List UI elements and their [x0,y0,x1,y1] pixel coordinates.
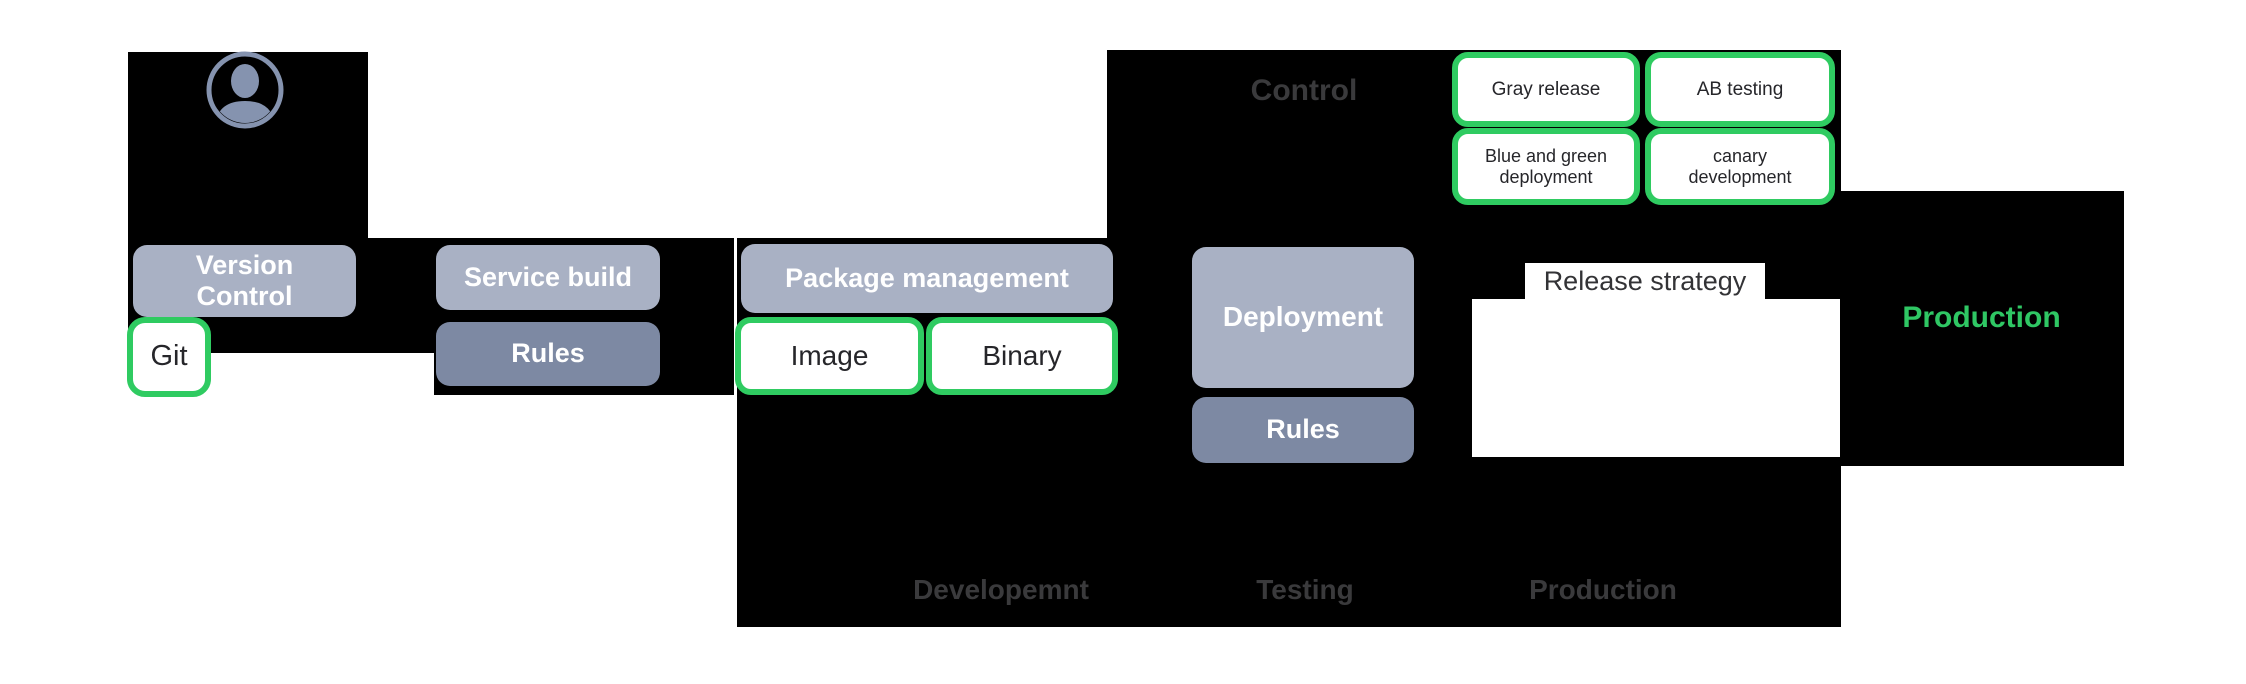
label-production: Production [1902,301,2061,334]
user-silhouette-icon [206,51,284,129]
node-version-control-label: Version Control [195,249,294,311]
node-binary[interactable]: Binary [926,317,1118,395]
release-strategy-box [1472,299,1840,457]
label-control: Control [1250,74,1358,107]
node-image[interactable]: Image [735,317,924,395]
node-deployment-rules[interactable]: Rules [1192,397,1414,463]
node-deployment[interactable]: Deployment [1192,247,1414,388]
node-canary-development[interactable]: canary development [1645,128,1835,205]
label-env-development: Developemnt [913,574,1089,605]
node-service-build-rules[interactable]: Rules [436,322,660,386]
release-strategy-label: Release strategy [1525,263,1765,299]
node-blue-green-deployment[interactable]: Blue and green deployment [1452,128,1640,205]
user-avatar [205,50,285,130]
label-env-production: Production [1529,574,1677,605]
node-git[interactable]: Git [127,317,211,397]
node-ab-testing[interactable]: AB testing [1645,52,1835,127]
node-service-build[interactable]: Service build [436,245,660,310]
node-package-management[interactable]: Package management [741,244,1113,313]
panel-production [1839,191,2124,466]
label-env-testing: Testing [1256,574,1354,605]
node-version-control[interactable]: Version Control [133,245,356,317]
node-gray-release[interactable]: Gray release [1452,52,1640,127]
